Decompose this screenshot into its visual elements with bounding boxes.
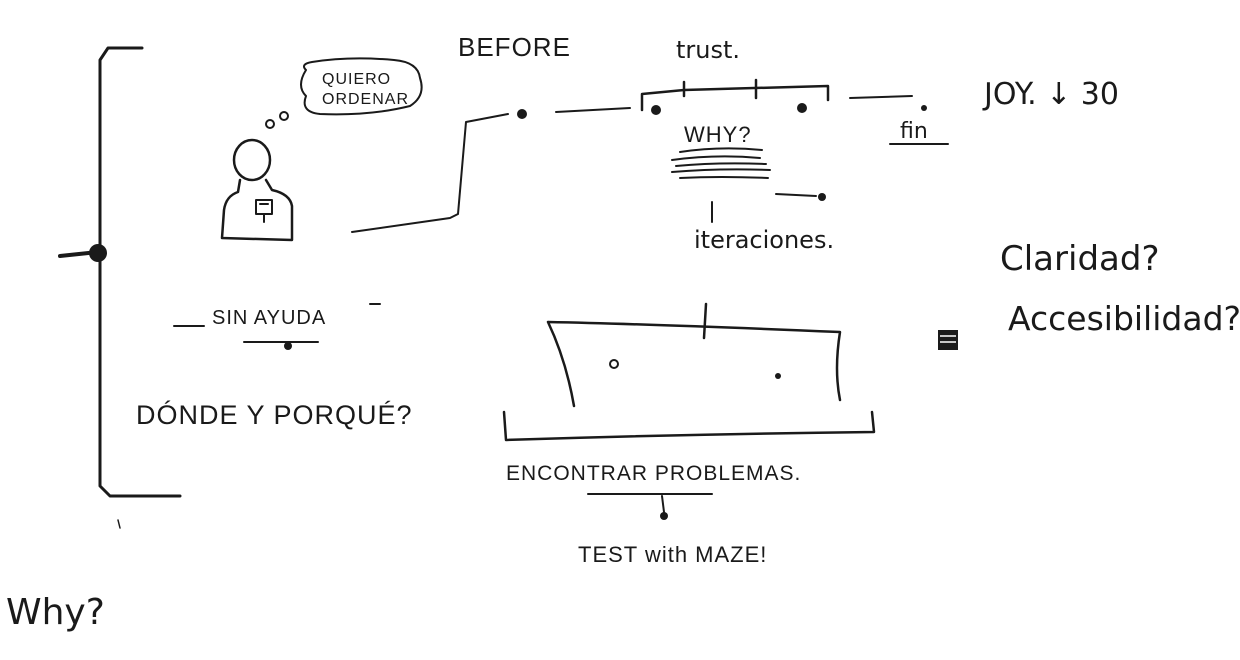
sin-ayuda-decor	[173, 303, 381, 350]
label-test-maze: TEST with MAZE!	[578, 542, 767, 567]
label-iteraciones: iteraciones.	[694, 226, 834, 254]
user-icon	[220, 138, 294, 242]
label-accesibilidad: Accesibilidad?	[1008, 299, 1240, 338]
label-before: BEFORE	[458, 32, 571, 62]
trust-bracket	[640, 78, 927, 115]
problem-box	[502, 302, 876, 520]
label-claridad: Claridad?	[1000, 239, 1160, 279]
label-why-center: WHY?	[684, 122, 752, 147]
square-marker	[938, 330, 958, 350]
label-trust: trust.	[676, 36, 740, 64]
label-fin: fin	[900, 119, 928, 144]
thought-line-2: ORDENAR	[322, 91, 409, 108]
thought-bubble: QUIERO ORDENAR	[265, 57, 423, 129]
label-sin-ayuda: SIN AYUDA	[212, 307, 326, 329]
journey-connector	[351, 107, 631, 233]
thought-line-1: QUIERO	[322, 71, 391, 88]
label-joy: JOY. ↓ 30	[982, 77, 1119, 112]
label-donde-porque: DÓNDE Y PORQUÉ?	[136, 399, 413, 430]
label-why-bottom: Why?	[6, 592, 105, 633]
why-scribble	[671, 147, 826, 223]
left-bracket	[58, 46, 182, 529]
label-encontrar-problemas: ENCONTRAR PROBLEMAS.	[506, 462, 801, 485]
